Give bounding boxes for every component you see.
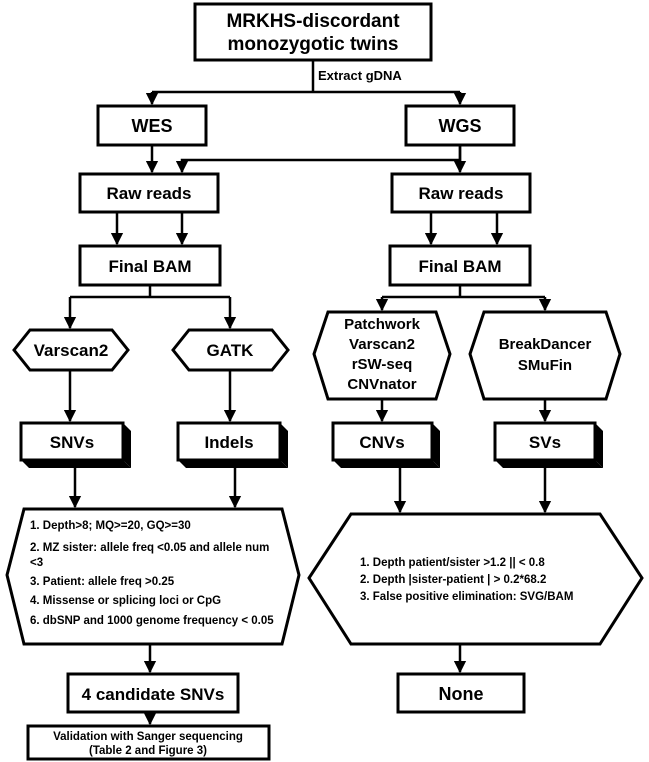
validation-line-1: Validation with Sanger sequencing xyxy=(53,731,243,743)
wgs-box: WGS xyxy=(404,104,516,147)
svs-box: SVs xyxy=(493,421,603,468)
cnv-sv-filter-hexagon: 1. Depth patient/sister >1.2 || < 0.8 2.… xyxy=(307,512,644,646)
indels-box: Indels xyxy=(176,421,288,468)
connectors xyxy=(63,60,552,726)
cnv-tools-hexagon: Patchwork Varscan2 rSW-seq CNVnator xyxy=(312,310,452,401)
start-line-1: MRKHS-discordant xyxy=(226,11,400,32)
snvs-box: SNVs xyxy=(19,421,131,468)
varscan2-label: Varscan2 xyxy=(34,341,109,360)
start-line-2: monozygotic twins xyxy=(228,34,399,55)
filter-right-line-2: 2. Depth |sister-patient | > 0.2*68.2 xyxy=(360,574,546,586)
filter-right-line-3: 3. False positive elimination: SVG/BAM xyxy=(360,591,573,603)
raw-reads-left-box: Raw reads xyxy=(78,172,220,214)
raw-reads-right-box: Raw reads xyxy=(390,172,532,214)
cnv-tool-1: Patchwork xyxy=(344,316,421,333)
snvs-label: SNVs xyxy=(50,433,94,452)
varscan2-hexagon: Varscan2 xyxy=(12,328,130,372)
candidate-snvs-label: 4 candidate SNVs xyxy=(82,685,225,704)
validation-box: Validation with Sanger sequencing (Table… xyxy=(26,724,271,761)
final-bam-right-label: Final BAM xyxy=(418,257,501,276)
validation-line-2: (Table 2 and Figure 3) xyxy=(89,745,207,757)
wes-box: WES xyxy=(96,104,208,147)
cnv-tool-4: CNVnator xyxy=(347,376,416,393)
wgs-label: WGS xyxy=(439,116,482,136)
gatk-label: GATK xyxy=(207,341,255,360)
cnv-tool-2: Varscan2 xyxy=(349,336,415,353)
filter-left-line-5: 4. Missense or splicing loci or CpG xyxy=(30,595,221,607)
filter-left-line-3: <3 xyxy=(30,557,43,569)
cnvs-box: CNVs xyxy=(331,421,440,468)
gatk-hexagon: GATK xyxy=(171,328,290,372)
filter-left-line-6: 6. dbSNP and 1000 genome frequency < 0.0… xyxy=(30,615,274,627)
final-bam-left-box: Final BAM xyxy=(78,244,222,287)
raw-reads-right-label: Raw reads xyxy=(418,184,503,203)
wes-label: WES xyxy=(131,116,172,136)
filter-left-line-2: 2. MZ sister: allele freq <0.05 and alle… xyxy=(30,542,269,554)
svs-label: SVs xyxy=(529,433,561,452)
start-box: MRKHS-discordant monozygotic twins xyxy=(193,2,433,62)
indels-label: Indels xyxy=(204,433,253,452)
filter-right-line-1: 1. Depth patient/sister >1.2 || < 0.8 xyxy=(360,557,545,569)
filter-left-line-1: 1. Depth>8; MQ>=20, GQ>=30 xyxy=(30,520,191,532)
cnvs-label: CNVs xyxy=(359,433,404,452)
final-bam-right-box: Final BAM xyxy=(388,244,532,287)
filter-left-line-4: 3. Patient: allele freq >0.25 xyxy=(30,576,175,588)
extract-label: Extract gDNA xyxy=(318,68,402,83)
none-label: None xyxy=(439,684,484,704)
sv-tools-hexagon: BreakDancer SMuFin xyxy=(468,310,622,401)
cnv-tool-3: rSW-seq xyxy=(352,356,413,373)
none-box: None xyxy=(396,672,526,714)
sv-tool-2: SMuFin xyxy=(518,357,572,374)
candidate-snvs-box: 4 candidate SNVs xyxy=(66,672,240,714)
sv-tool-1: BreakDancer xyxy=(499,336,592,353)
raw-reads-left-label: Raw reads xyxy=(106,184,191,203)
final-bam-left-label: Final BAM xyxy=(108,257,191,276)
snv-filter-hexagon: 1. Depth>8; MQ>=20, GQ>=30 2. MZ sister:… xyxy=(5,507,301,646)
